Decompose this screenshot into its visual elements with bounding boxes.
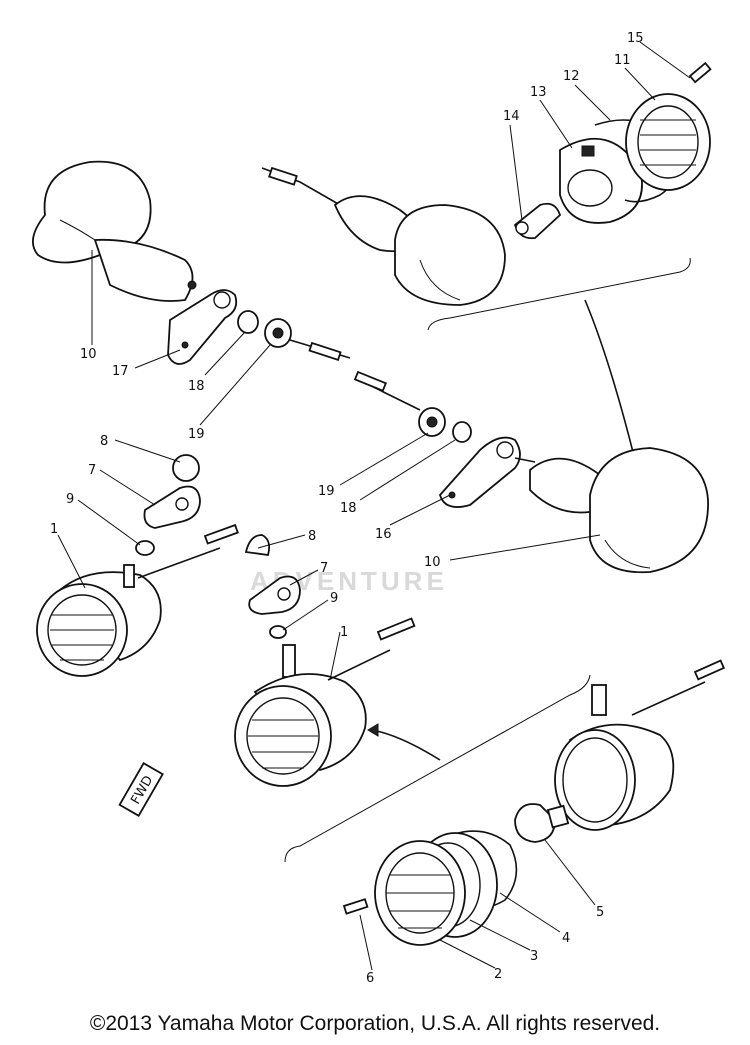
leader-lines xyxy=(57,41,691,971)
label-13: 13 xyxy=(530,85,547,100)
label-7-mid: 7 xyxy=(320,561,328,576)
label-3: 3 xyxy=(530,949,538,964)
lens-11 xyxy=(625,93,711,191)
flasher-body-front-right xyxy=(529,447,709,574)
fwd-direction-marker: FWD xyxy=(118,761,164,818)
screw-6 xyxy=(342,898,369,915)
label-2: 2 xyxy=(494,967,502,982)
label-12: 12 xyxy=(563,69,580,84)
label-6: 6 xyxy=(366,971,374,986)
label-19-mid: 19 xyxy=(318,484,335,499)
assembly-bracket-bottom xyxy=(284,674,591,863)
label-1-mid: 1 xyxy=(340,625,348,640)
bulb-5 xyxy=(514,803,570,843)
copyright-footer: ©2013 Yamaha Motor Corporation, U.S.A. A… xyxy=(89,1012,661,1035)
cap-8-left xyxy=(172,454,200,482)
assembly-bracket-top xyxy=(427,257,691,331)
washer-mid xyxy=(452,421,472,443)
label-8-mid: 8 xyxy=(308,529,316,544)
label-15: 15 xyxy=(627,31,644,46)
bracket-16 xyxy=(438,436,521,508)
bracket-top-left xyxy=(167,289,238,365)
flasher-front-mid xyxy=(234,617,416,787)
label-9-left: 9 xyxy=(66,492,74,507)
label-7-left: 7 xyxy=(88,463,96,478)
screw-15 xyxy=(688,61,712,84)
label-4: 4 xyxy=(562,931,570,946)
label-14: 14 xyxy=(503,109,520,124)
label-18-mid: 18 xyxy=(340,501,357,516)
flasher-housing-bottom xyxy=(554,659,726,831)
label-17: 17 xyxy=(112,364,129,379)
label-10-mid: 10 xyxy=(424,555,441,570)
nut-9-left xyxy=(135,540,155,556)
flasher-front-left xyxy=(36,523,239,677)
holder-7-mid xyxy=(248,575,301,615)
cap-8-mid xyxy=(244,534,271,556)
label-10-top: 10 xyxy=(80,347,97,362)
holder-7-left xyxy=(143,485,201,529)
reflector-13 xyxy=(559,137,643,224)
label-18-top: 18 xyxy=(188,379,205,394)
part-labels: 15 11 12 13 14 10 17 18 19 8 7 9 1 19 18… xyxy=(50,31,644,986)
label-19-top: 19 xyxy=(188,427,205,442)
flasher-body-rear-left xyxy=(31,160,197,302)
nut-9-mid xyxy=(269,625,287,639)
arrow-line-bottom xyxy=(371,729,441,761)
label-8-left: 8 xyxy=(100,434,108,449)
label-5: 5 xyxy=(596,905,604,920)
label-16: 16 xyxy=(375,527,392,542)
label-11: 11 xyxy=(614,53,631,68)
flasher-body-rear-right xyxy=(261,166,506,306)
label-1-left: 1 xyxy=(50,522,58,537)
lens-2 xyxy=(374,840,466,946)
washer-top-left xyxy=(237,310,259,334)
bulb-socket-14 xyxy=(513,202,562,240)
label-9-mid: 9 xyxy=(330,591,338,606)
arrow-line-top xyxy=(584,299,636,461)
